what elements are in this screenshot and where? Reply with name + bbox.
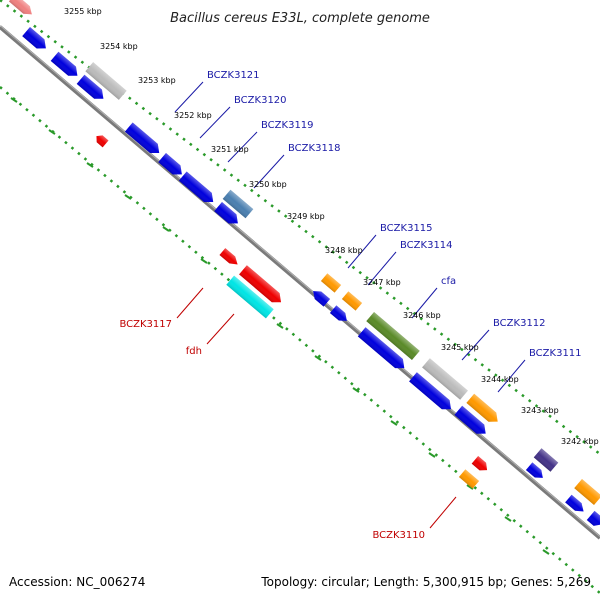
label-leader	[176, 287, 204, 319]
scale-label: 3251 kbp	[211, 145, 249, 154]
gene-arrow	[366, 311, 420, 361]
gene-arrow	[320, 273, 342, 293]
scale-label: 3245 kbp	[441, 343, 479, 352]
scale-tick	[48, 129, 56, 135]
scale-tick	[124, 194, 132, 200]
gene-arrow	[8, 0, 32, 15]
scale-tick	[314, 355, 322, 361]
label-leader	[206, 313, 235, 345]
label-leader	[227, 131, 258, 163]
scale-tick	[466, 484, 474, 490]
gene-arrow	[222, 189, 254, 219]
gene-arrow	[178, 171, 214, 202]
label-leader	[199, 106, 231, 139]
scale-tick	[200, 258, 208, 264]
scale-label: 3246 kbp	[403, 311, 441, 320]
label-leader	[411, 287, 438, 319]
gene-label[interactable]: BCZK3118	[288, 143, 341, 154]
gene-arrow	[124, 122, 160, 153]
accession-text: Accession: NC_006274	[9, 575, 145, 589]
gene-arrow	[422, 358, 468, 400]
gene-arrow	[409, 372, 452, 410]
gene-label[interactable]: BCZK3117	[119, 319, 172, 330]
gene-arrow	[458, 469, 480, 489]
scale-label: 3244 kbp	[481, 375, 519, 384]
gene-arrow	[96, 135, 109, 148]
gene-label[interactable]: BCZK3111	[529, 348, 582, 359]
gene-arrow	[226, 275, 274, 319]
genome-backbone	[0, 25, 600, 540]
gene-arrow	[586, 510, 600, 526]
scale-label: 3249 kbp	[287, 212, 325, 221]
scale-label: 3254 kbp	[100, 42, 138, 51]
scale-tick	[162, 226, 170, 232]
scale-line-inner	[0, 86, 600, 594]
scale-tick	[276, 323, 284, 329]
label-leader	[174, 81, 204, 113]
scale-label: 3243 kbp	[521, 406, 559, 415]
gene-arrow	[214, 202, 238, 224]
gene-label[interactable]: BCZK3110	[372, 530, 425, 541]
scale-tick	[86, 162, 94, 168]
gene-labels: BCZK3121BCZK3120BCZK3119BCZK3118BCZK3115…	[119, 70, 581, 541]
label-leaders	[174, 81, 526, 529]
gene-label[interactable]: BCZK3120	[234, 95, 287, 106]
scale-ticks	[10, 97, 550, 555]
gene-arrow	[239, 265, 282, 303]
gene-features	[8, 0, 600, 526]
scale-tick	[542, 549, 550, 555]
gene-arrow	[357, 327, 405, 369]
label-leader	[367, 251, 397, 286]
gene-arrow	[85, 62, 127, 100]
scale-label: 3250 kbp	[249, 180, 287, 189]
gene-arrow	[466, 393, 498, 422]
scale-label: 3248 kbp	[325, 246, 363, 255]
gene-label[interactable]: BCZK3115	[380, 223, 433, 234]
gene-arrow	[454, 405, 486, 434]
scale-line-outer	[0, 0, 600, 455]
scale-tick	[10, 97, 18, 103]
scale-tick	[352, 387, 360, 393]
gene-label[interactable]: BCZK3114	[400, 240, 453, 251]
scale-label: 3252 kbp	[174, 111, 212, 120]
gene-arrow	[313, 291, 331, 307]
scale-label: 3247 kbp	[363, 278, 401, 287]
scale-tick	[428, 452, 436, 458]
label-leader	[347, 234, 377, 269]
label-leader	[461, 329, 490, 361]
gene-arrow	[565, 494, 584, 512]
scale-tick	[390, 420, 398, 426]
gene-arrow	[471, 456, 488, 471]
gene-arrow	[50, 51, 78, 76]
gene-arrow	[574, 479, 600, 505]
label-leader	[429, 496, 457, 529]
gene-arrow	[329, 305, 347, 321]
gene-label[interactable]: BCZK3119	[261, 120, 314, 131]
gene-label[interactable]: BCZK3112	[493, 318, 546, 329]
scale-tick	[504, 516, 512, 522]
label-leader	[253, 154, 285, 189]
gene-arrow	[158, 153, 182, 175]
gene-arrow	[525, 462, 543, 478]
gene-arrow	[22, 27, 46, 49]
gene-arrow	[533, 448, 559, 472]
label-leader	[497, 359, 526, 393]
gene-label[interactable]: cfa	[441, 276, 456, 287]
topology-text: Topology: circular; Length: 5,300,915 bp…	[260, 575, 591, 589]
scale-label: 3253 kbp	[138, 76, 176, 85]
map-title: Bacillus cereus E33L, complete genome	[170, 11, 430, 26]
gene-arrow	[219, 248, 238, 265]
scale-labels: 3255 kbp 3254 kbp 3253 kbp 3252 kbp 3251 kbp…	[64, 7, 599, 446]
gene-arrow	[76, 74, 104, 99]
gene-label[interactable]: fdh	[186, 346, 202, 357]
scale-label: 3242 kbp	[561, 437, 599, 446]
scale-label: 3255 kbp	[64, 7, 102, 16]
gene-label[interactable]: BCZK3121	[207, 70, 260, 81]
gene-arrow	[341, 291, 363, 311]
